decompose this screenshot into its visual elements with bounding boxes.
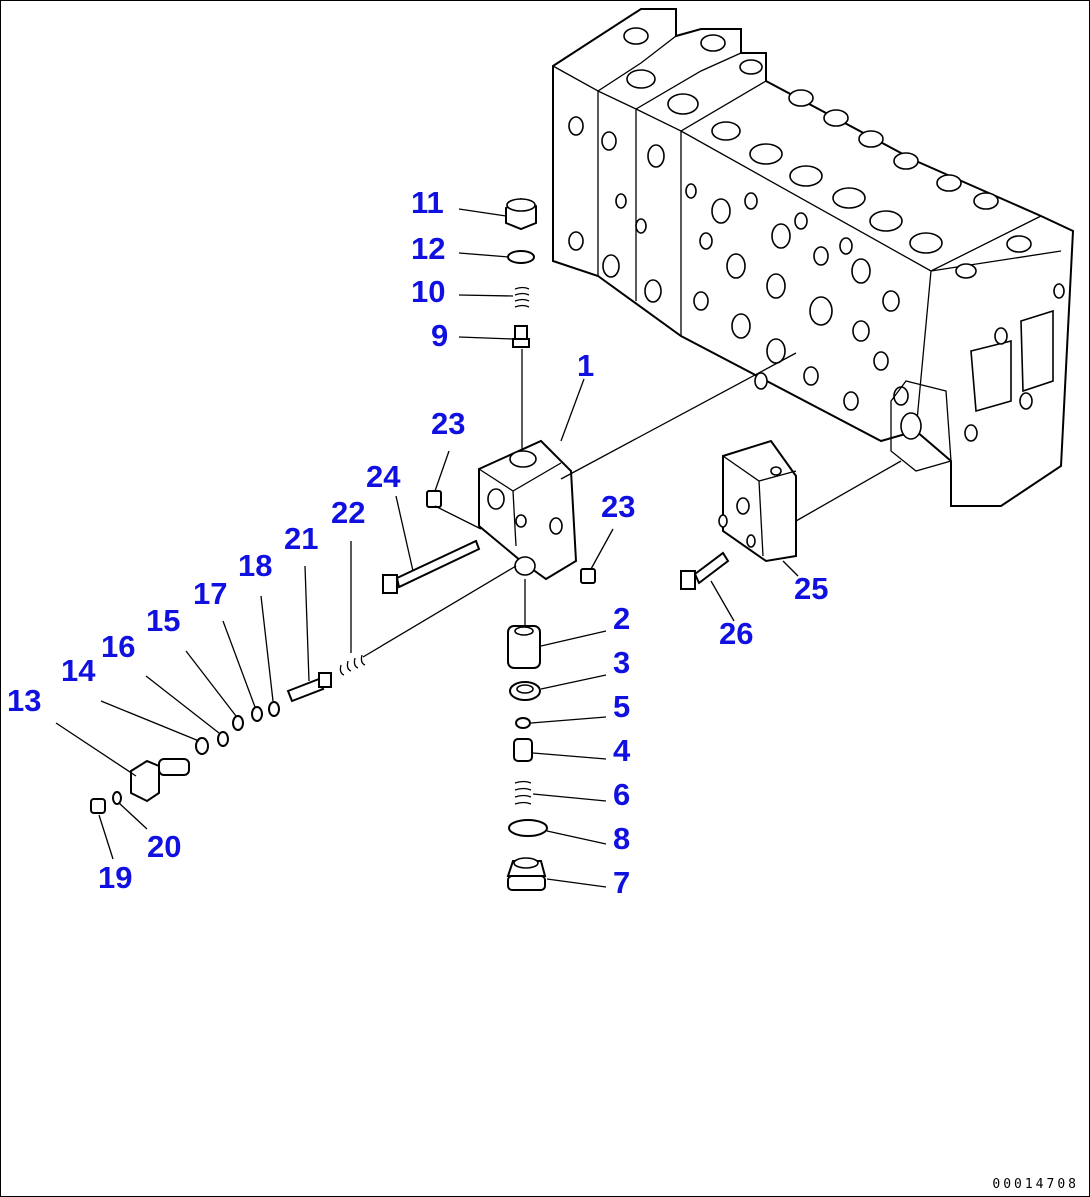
ring-18	[268, 701, 280, 717]
end-cover	[718, 439, 797, 563]
spring-10	[514, 286, 530, 308]
callout-10: 10	[411, 274, 445, 309]
callout-1: 1	[577, 348, 594, 383]
ring-17	[251, 706, 263, 722]
callout-6: 6	[613, 777, 630, 812]
assembly-lines	[362, 349, 902, 658]
valve-4	[513, 738, 533, 762]
callout-2: 2	[613, 601, 630, 636]
screw-21	[286, 672, 332, 703]
o-ring-14	[195, 737, 209, 755]
spring-6	[514, 780, 532, 805]
bolt-24	[382, 539, 481, 594]
callout-23-right: 23	[601, 489, 635, 524]
plug-23-right	[580, 568, 596, 584]
o-ring-12	[507, 250, 535, 264]
reference-code: 00014708	[992, 1177, 1079, 1192]
callout-5: 5	[613, 689, 630, 724]
bolt-26	[680, 551, 730, 590]
o-ring-20	[112, 791, 122, 805]
plug-7	[506, 857, 547, 891]
callout-25: 25	[794, 571, 828, 606]
callout-22: 22	[331, 495, 365, 530]
plug-19	[90, 798, 106, 814]
cap-13	[130, 758, 190, 803]
seal-3	[509, 681, 541, 701]
valve-section-body	[478, 439, 578, 581]
callout-9: 9	[431, 318, 448, 353]
o-ring-8	[508, 819, 548, 837]
ring-5	[515, 717, 531, 729]
callout-15: 15	[146, 603, 180, 638]
callout-16: 16	[101, 629, 135, 664]
spring-22	[339, 654, 366, 676]
callout-20: 20	[147, 829, 181, 864]
ring-15	[232, 715, 244, 731]
callout-11: 11	[411, 185, 444, 220]
callout-24: 24	[366, 459, 401, 494]
ring-16	[217, 731, 229, 747]
callout-labels: 1 2 3 5 4 6 8 7 9 10 11 12 13 14 16 15 1…	[7, 185, 828, 900]
callout-17: 17	[193, 576, 227, 611]
leader-lines	[55, 208, 799, 888]
callout-3: 3	[613, 645, 630, 680]
callout-4: 4	[613, 733, 631, 768]
plug-11	[505, 197, 537, 231]
callout-23-left: 23	[431, 406, 465, 441]
callout-12: 12	[411, 231, 445, 266]
callout-18: 18	[238, 548, 272, 583]
callout-13: 13	[7, 683, 41, 718]
callout-14: 14	[61, 653, 96, 688]
callout-19: 19	[98, 860, 132, 895]
poppet-9	[512, 325, 530, 348]
sleeve-2	[507, 625, 541, 669]
plug-23-left	[426, 490, 442, 508]
main-valve-block	[552, 8, 1075, 507]
callout-21: 21	[284, 521, 318, 556]
callout-7: 7	[613, 865, 630, 900]
callout-26: 26	[719, 616, 753, 651]
callout-8: 8	[613, 821, 630, 856]
